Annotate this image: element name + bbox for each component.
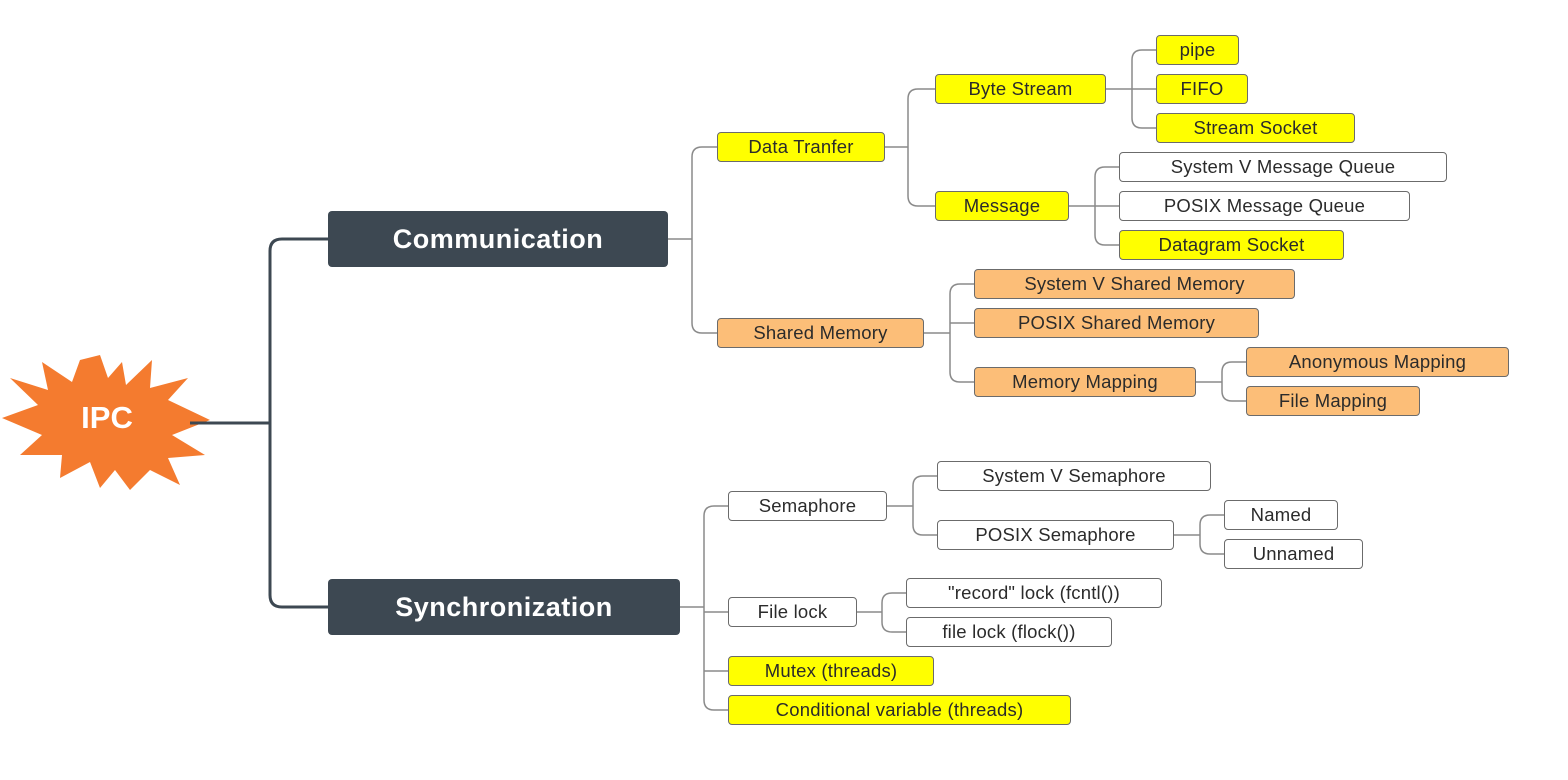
flock-node: file lock (flock()) — [906, 617, 1112, 647]
line-file-lock — [857, 592, 906, 633]
sysv-shared-memory-node: System V Shared Memory — [974, 269, 1295, 299]
line-synchronization — [680, 505, 728, 711]
trunk-line — [190, 237, 328, 609]
pipe-node: pipe — [1156, 35, 1239, 65]
ipc-root-label: IPC — [81, 400, 133, 435]
stream-socket-node: Stream Socket — [1156, 113, 1355, 143]
line-data-transfer — [885, 88, 935, 207]
line-shared-memory — [924, 283, 974, 383]
memory-mapping-node: Memory Mapping — [974, 367, 1196, 397]
named-semaphore-node: Named — [1224, 500, 1338, 530]
posix-semaphore-node: POSIX Semaphore — [937, 520, 1174, 550]
anonymous-mapping-node: Anonymous Mapping — [1246, 347, 1509, 377]
line-communication — [668, 146, 717, 334]
mutex-node: Mutex (threads) — [728, 656, 934, 686]
record-lock-node: "record" lock (fcntl()) — [906, 578, 1162, 608]
fifo-node: FIFO — [1156, 74, 1248, 104]
unnamed-semaphore-node: Unnamed — [1224, 539, 1363, 569]
message-node: Message — [935, 191, 1069, 221]
ipc-starburst — [2, 355, 210, 490]
line-byte-stream — [1106, 49, 1156, 129]
conditional-variable-node: Conditional variable (threads) — [728, 695, 1071, 725]
semaphore-node: Semaphore — [728, 491, 887, 521]
data-transfer-node: Data Tranfer — [717, 132, 885, 162]
posix-message-queue-node: POSIX Message Queue — [1119, 191, 1410, 221]
sysv-message-queue-node: System V Message Queue — [1119, 152, 1447, 182]
sysv-semaphore-node: System V Semaphore — [937, 461, 1211, 491]
posix-shared-memory-node: POSIX Shared Memory — [974, 308, 1259, 338]
synchronization-node: Synchronization — [328, 579, 680, 635]
datagram-socket-node: Datagram Socket — [1119, 230, 1344, 260]
file-mapping-node: File Mapping — [1246, 386, 1420, 416]
line-posix-semaphore — [1174, 514, 1224, 555]
file-lock-node: File lock — [728, 597, 857, 627]
line-memory-mapping — [1196, 361, 1246, 402]
line-message — [1069, 166, 1119, 246]
byte-stream-node: Byte Stream — [935, 74, 1106, 104]
communication-node: Communication — [328, 211, 668, 267]
shared-memory-node: Shared Memory — [717, 318, 924, 348]
line-semaphore — [887, 475, 937, 536]
